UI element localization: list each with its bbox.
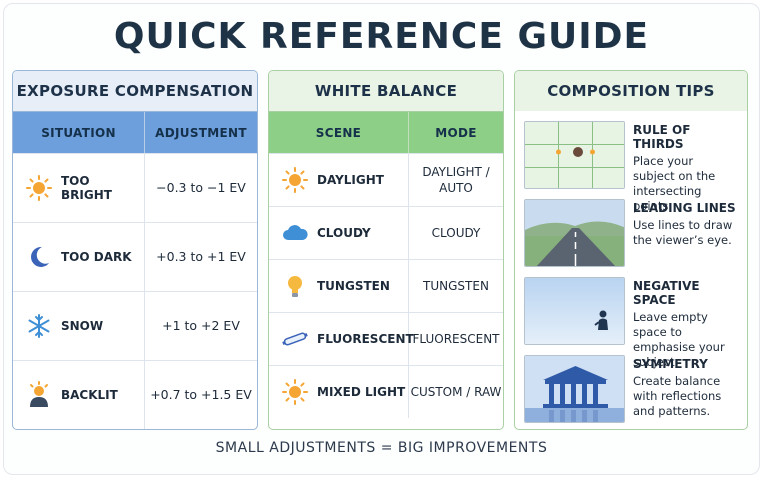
person-in-sky-image [524, 277, 625, 345]
snowflake-icon [28, 314, 50, 338]
rule-of-thirds-grid-image [524, 121, 625, 189]
table-row: CLOUDY CLOUDY [269, 206, 503, 259]
row-value: FLUORESCENT [412, 331, 500, 346]
table-row: MIXED LIGHT CUSTOM / RAW [269, 365, 503, 418]
row-value: TUNGSTEN [423, 278, 489, 293]
cloud-icon [283, 225, 308, 240]
composition-title: COMPOSITION TIPS [515, 71, 747, 111]
tip-title: RULE OF THIRDS [633, 123, 691, 151]
white-balance-panel: WHITE BALANCE SCENE MODE DAYLIGHT DAYLIG… [268, 70, 504, 430]
table-row: TOO BRIGHT −0.3 to −1 EV [13, 153, 257, 222]
tip-rule-of-thirds: RULE OF THIRDS Place your subject on the… [524, 121, 738, 213]
table-row: BACKLIT +0.7 to +1.5 EV [13, 360, 257, 429]
backlit-person-icon [30, 381, 48, 407]
sun-icon [282, 379, 308, 405]
column-header-adjustment: ADJUSTMENT [155, 125, 247, 140]
tip-title: SYMMETRY [633, 357, 708, 371]
column-header-mode: MODE [435, 125, 477, 140]
row-label: DAYLIGHT [317, 173, 384, 187]
page-title: QUICK REFERENCE GUIDE [113, 16, 650, 57]
row-label: TOO DARK [61, 250, 132, 264]
tip-description: Use lines to draw the viewer’s eye. [633, 218, 733, 247]
white-balance-title: WHITE BALANCE [269, 71, 503, 111]
exposure-title: EXPOSURE COMPENSATION [13, 71, 257, 111]
temple-image [524, 355, 625, 423]
exposure-panel: EXPOSURE COMPENSATION SITUATION ADJUSTME… [12, 70, 258, 430]
row-value: +0.7 to +1.5 EV [150, 386, 252, 402]
row-label: SNOW [61, 319, 104, 333]
column-header-situation: SITUATION [13, 112, 145, 153]
row-label: CLOUDY [317, 226, 371, 240]
composition-panel: COMPOSITION TIPS RULE OF THIRDS Place yo… [514, 70, 748, 430]
tip-leading-lines: LEADING LINES Use lines to draw the view… [524, 199, 738, 267]
sun-icon [282, 167, 308, 193]
table-row: TUNGSTEN TUNGSTEN [269, 259, 503, 312]
white-balance-table-header: SCENE MODE [269, 111, 503, 153]
tip-title: NEGATIVE SPACE [633, 279, 700, 307]
table-row: SNOW +1 to +2 EV [13, 291, 257, 360]
row-value: −0.3 to −1 EV [156, 179, 246, 195]
tip-description: Create balance with reflections and patt… [633, 374, 722, 418]
row-scene: TUNGSTEN [269, 260, 409, 312]
row-value: DAYLIGHT / AUTO [422, 164, 490, 195]
row-situation: TOO BRIGHT [13, 154, 145, 222]
tip-description: Leave empty space to emphasise your subj… [633, 310, 725, 369]
row-value: CLOUDY [431, 225, 481, 240]
table-row: DAYLIGHT DAYLIGHT / AUTO [269, 153, 503, 206]
row-scene: MIXED LIGHT [269, 366, 409, 418]
exposure-table-header: SITUATION ADJUSTMENT [13, 111, 257, 153]
row-label: MIXED LIGHT [317, 385, 406, 399]
moon-icon [31, 246, 49, 267]
row-situation: BACKLIT [13, 361, 145, 429]
row-value: +1 to +2 EV [162, 317, 240, 333]
row-value: CUSTOM / RAW [410, 384, 502, 399]
sun-icon [26, 175, 52, 201]
row-label: FLUORESCENT [317, 332, 414, 346]
tip-description: Place your subject on the intersecting p… [633, 154, 716, 213]
row-situation: TOO DARK [13, 223, 145, 291]
tip-negative-space: NEGATIVE SPACE Leave empty space to emph… [524, 277, 738, 369]
row-scene: CLOUDY [269, 207, 409, 259]
row-value: +0.3 to +1 EV [156, 248, 246, 264]
column-header-scene: SCENE [269, 112, 409, 153]
row-scene: DAYLIGHT [269, 154, 409, 206]
fluorescent-tube-icon [282, 332, 308, 346]
row-situation: SNOW [13, 292, 145, 360]
tip-title: LEADING LINES [633, 201, 736, 215]
row-label: BACKLIT [61, 388, 118, 402]
table-row: TOO DARK +0.3 to +1 EV [13, 222, 257, 291]
row-label: TUNGSTEN [317, 279, 390, 293]
row-scene: FLUORESCENT [269, 313, 414, 365]
lightbulb-icon [288, 276, 302, 297]
tip-symmetry: SYMMETRY Create balance with reflections… [524, 355, 738, 423]
footer-tagline: SMALL ADJUSTMENTS = BIG IMPROVEMENTS [215, 440, 548, 456]
row-label: TOO BRIGHT [61, 174, 112, 202]
table-row: FLUORESCENT FLUORESCENT [269, 312, 503, 365]
road-image [524, 199, 625, 267]
